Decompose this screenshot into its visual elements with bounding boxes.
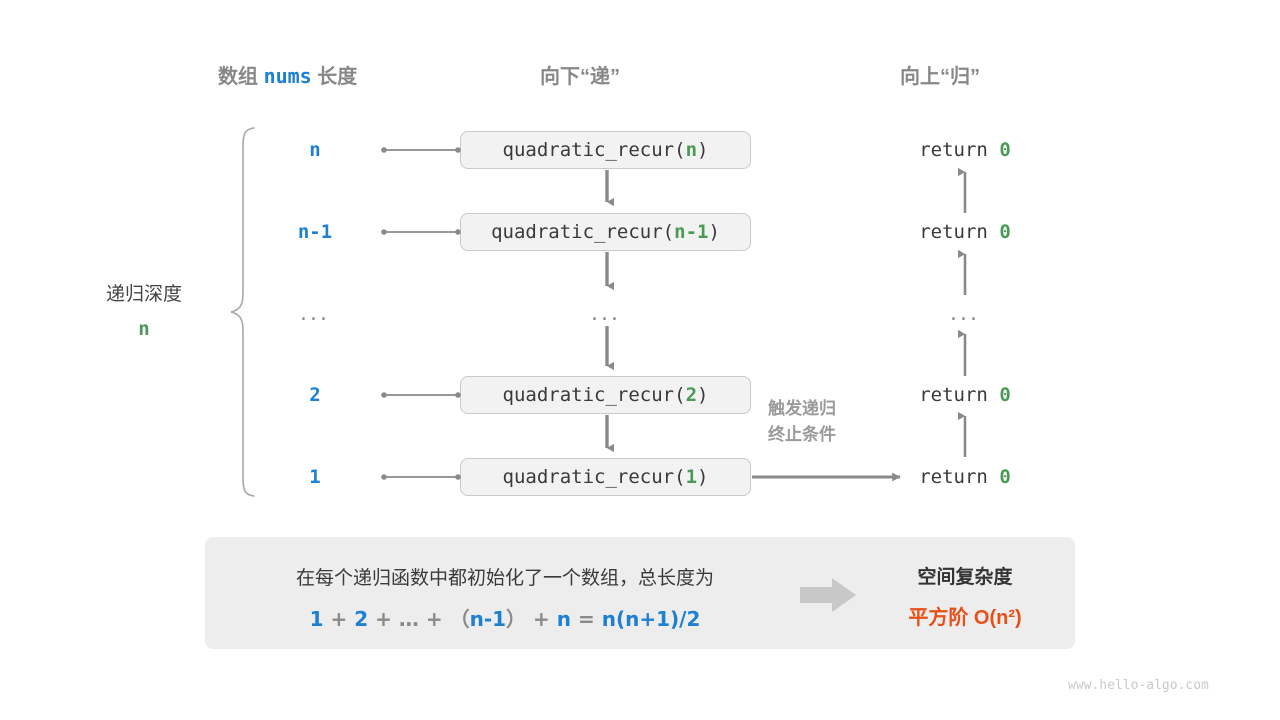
formula-term-1: 1 [309,607,324,631]
right-arrow-icon [800,578,856,612]
call-box-suffix-1: ) [708,221,720,243]
formula-result: n(n+1)/2 [601,607,701,631]
call-box-suffix-4: ) [697,466,709,488]
depth-value-row-0: n [309,139,321,161]
call-box-row-3[interactable]: quadratic_recur(2) [460,376,751,414]
summary-complexity-value: 平方阶 O(n²) [908,607,1022,629]
call-box-suffix-0: ) [697,139,709,161]
depth-value-row-4: 1 [309,466,321,488]
return-value-0: 0 [999,139,1011,161]
call-box-row-2-ellipsis: ... [591,301,621,326]
formula-term-4: n-1 [469,607,507,631]
call-box-prefix-3: quadratic_recur( [502,384,686,406]
return-keyword-1: return [919,221,988,243]
depth-value-row-2: ... [300,301,330,326]
recursion-depth-text: 递归深度 [105,284,182,305]
formula-op-4: + [533,607,550,631]
summary-panel [205,537,1075,649]
summary-line1: 在每个递归函数中都初始化了一个数组，总长度为 [295,568,714,589]
return-label-row-1: return 0 [885,221,1045,243]
header-array-length: 数组 nums 长度 [218,60,357,89]
return-value-4: 0 [999,466,1011,488]
termination-note-line2: 终止条件 [768,425,836,444]
recursion-depth-value: n [138,318,150,340]
depth-connectors [381,147,461,480]
formula-op-1: + [330,607,348,631]
summary-formula: 1 + 2 + … + （n-1） + n = n(n+1)/2 [225,603,785,632]
header-ascend: 向上“归” [900,66,980,88]
header-descend: 向下“递” [540,66,620,88]
formula-op-2: + [375,607,392,631]
summary-complexity-title: 空间复杂度 [917,567,1013,588]
call-box-row-0[interactable]: quadratic_recur(n) [460,131,751,169]
formula-paren-close: ） [506,607,527,631]
call-box-suffix-3: ) [697,384,709,406]
formula-op-3: + [425,607,443,631]
termination-note-line1: 触发递归 [768,399,836,418]
header-array-code: nums [263,64,312,88]
watermark: www.hello-algo.com [1068,678,1209,693]
return-value-1: 0 [999,221,1011,243]
call-box-row-1[interactable]: quadratic_recur(n-1) [460,213,751,251]
call-box-arg-4: 1 [685,466,698,488]
summary-complexity: 空间复杂度 平方阶 O(n²) [870,562,1060,630]
formula-term-2: 2 [354,607,369,631]
call-box-arg-1: n-1 [674,221,709,243]
call-box-arg-0: n [685,139,698,161]
return-keyword-4: return [919,466,988,488]
formula-paren-open: （ [449,607,470,631]
return-label-row-2-ellipsis: ... [950,301,980,326]
formula-equals: = [577,607,595,631]
return-label-row-4: return 0 [885,466,1045,488]
depth-brace [228,126,258,498]
call-box-row-4[interactable]: quadratic_recur(1) [460,458,751,496]
return-value-3: 0 [999,384,1011,406]
formula-ellipsis: … [398,607,419,631]
header-array-suffix: 长度 [317,66,358,88]
depth-value-row-1: n-1 [297,221,333,243]
return-keyword-0: return [919,139,988,161]
call-box-prefix-1: quadratic_recur( [491,221,675,243]
call-box-prefix-4: quadratic_recur( [502,466,686,488]
header-array-prefix: 数组 [218,66,258,88]
depth-value-row-3: 2 [309,384,321,406]
termination-note: 触发递归 终止条件 [768,396,836,448]
call-box-arg-3: 2 [685,384,698,406]
recursion-depth-label: 递归深度 n [85,278,203,347]
return-keyword-3: return [919,384,988,406]
call-box-prefix-0: quadratic_recur( [502,139,686,161]
formula-term-5: n [556,607,571,631]
return-label-row-0: return 0 [885,139,1045,161]
return-label-row-3: return 0 [885,384,1045,406]
